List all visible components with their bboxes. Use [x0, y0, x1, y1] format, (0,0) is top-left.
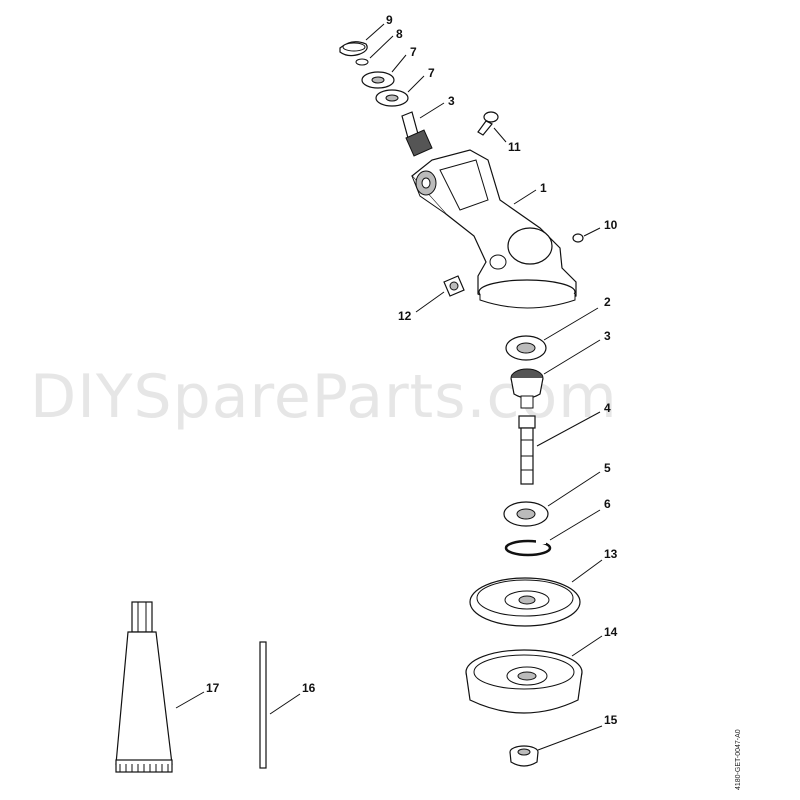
leader-7a: [391, 54, 407, 73]
label-part-7a: 7: [410, 45, 417, 59]
leader-5: [547, 471, 601, 507]
leader-12: [415, 291, 445, 313]
part-3b-bevel-gear: [510, 368, 544, 409]
part-6-circlip: [504, 538, 552, 557]
part-11-screw: [477, 111, 499, 136]
label-part-11: 11: [508, 140, 521, 154]
leader-2: [543, 307, 599, 341]
part-2-bearing: [505, 335, 547, 361]
part-10-plug: [572, 233, 584, 243]
label-part-13: 13: [604, 547, 618, 561]
label-part-14: 14: [604, 625, 618, 639]
label-part-3b: 3: [604, 329, 611, 343]
label-part-16: 16: [302, 681, 316, 695]
part-13-thrust-plate: [469, 577, 581, 627]
leader-16: [269, 693, 301, 715]
label-part-3a: 3: [448, 94, 455, 108]
leader-14: [571, 635, 603, 657]
label-part-10: 10: [604, 218, 618, 232]
part-9-circlip: [339, 41, 368, 57]
label-part-4: 4: [604, 401, 611, 415]
leader-1: [513, 189, 537, 205]
leader-8: [369, 35, 394, 59]
label-part-15: 15: [604, 713, 618, 727]
label-part-12: 12: [398, 309, 412, 323]
part-16-rod: [259, 641, 267, 769]
part-4-shaft: [518, 415, 536, 485]
label-part-7b: 7: [428, 66, 435, 80]
leader-3a: [419, 102, 445, 119]
label-part-5: 5: [604, 461, 611, 475]
leader-15: [537, 725, 603, 751]
part-14-thrust-cup: [465, 649, 583, 714]
part-12-nut: [443, 275, 465, 297]
leader-13: [571, 559, 603, 583]
label-part-1: 1: [540, 181, 547, 195]
part-7b-bearing: [375, 89, 409, 107]
part-7a-bearing: [361, 71, 395, 89]
leader-7b: [407, 75, 425, 93]
part-17-grease-tube: [115, 601, 173, 773]
leader-6: [549, 509, 601, 541]
label-part-8: 8: [396, 27, 403, 41]
part-3a-pinion: [401, 111, 433, 157]
leader-11: [493, 127, 507, 143]
drawing-code: 4180-GET-0047-A0: [735, 729, 742, 790]
part-1-gear-housing: [411, 149, 577, 309]
part-15-nut: [509, 745, 539, 767]
label-part-6: 6: [604, 497, 611, 511]
leader-4: [536, 411, 601, 447]
part-8-washer: [355, 58, 369, 66]
label-part-17: 17: [206, 681, 220, 695]
leader-3b: [543, 339, 601, 375]
leader-10: [583, 227, 601, 237]
part-5-bearing: [503, 501, 549, 527]
leader-lines: [175, 23, 603, 751]
label-part-9: 9: [386, 13, 393, 27]
leader-17: [175, 691, 205, 709]
part-labels: 9 8 7 7 3 11 1 10 12 2 3 4 5 6 13 14 15 …: [206, 13, 618, 727]
label-part-2: 2: [604, 295, 611, 309]
leader-9: [365, 23, 385, 41]
